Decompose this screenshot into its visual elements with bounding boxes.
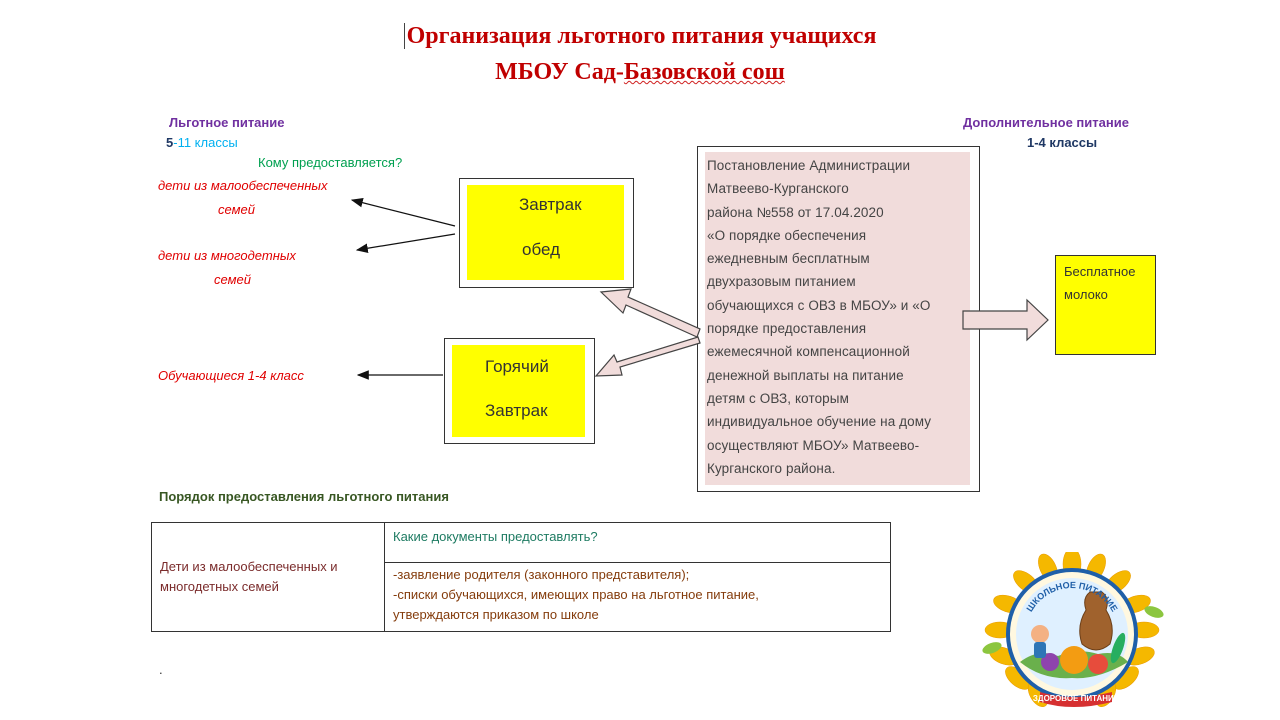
- section-title: Порядок предоставления льготного питания: [159, 489, 449, 504]
- spellcheck-underlined-text: Базовской сош: [623, 59, 785, 85]
- meal-box-1-line2: обед: [522, 240, 561, 259]
- decree-line: района №558 от 17.04.2020: [707, 204, 884, 220]
- meal-box-1-line1: Завтрак: [519, 195, 582, 214]
- block-arrow-to-meal-box-2: [594, 336, 701, 377]
- decree-line: Постановление Администрации: [707, 158, 911, 173]
- decree-line: детям с ОВЗ, которым: [707, 390, 849, 406]
- milk-box: Бесплатное молоко: [1055, 255, 1156, 355]
- right-header-classes: 1-4 классы: [1027, 135, 1098, 150]
- vegetables-icon: [1020, 591, 1128, 679]
- decree-line: двухразовым питанием: [707, 274, 856, 290]
- school-nutrition-logo: ШКОЛЬНОЕ ПИТАНИЕ ЗДОРОВОЕ ПИТАНИЕ: [982, 552, 1164, 708]
- recipient-large-family-line1: дети из многодетных: [158, 248, 296, 263]
- logo-bottom-text: ЗДОРОВОЕ ПИТАНИЕ: [1033, 694, 1120, 703]
- recipient-low-income-line1: дети из малообеспеченных: [158, 178, 328, 193]
- recipient-low-income-line2: семей: [218, 202, 255, 217]
- milk-box-line1: Бесплатное: [1064, 264, 1136, 279]
- left-header-title: Льготное питание: [169, 115, 285, 130]
- decree-line: Курганского района.: [707, 460, 836, 476]
- document-item: утверждаются приказом по школе: [393, 607, 599, 622]
- recipient-primary: Обучающиеся 1-4 класс: [158, 368, 304, 383]
- page-title: Организация льготного питания учащихся: [0, 19, 1280, 53]
- question-who: Кому предоставляется?: [258, 155, 403, 170]
- decree-line: осуществляют МБОУ» Матвеево-: [707, 437, 920, 453]
- decree-line: ежедневным бесплатным: [707, 251, 870, 267]
- arrow-to-low-income: [350, 197, 456, 227]
- arrow-to-large-family: [355, 233, 456, 253]
- table-question-cell: Какие документы предоставлять?: [384, 522, 891, 563]
- meal-box-2-line2: Завтрак: [485, 401, 548, 420]
- document-item: -списки обучающихся, имеющих право на ль…: [393, 587, 759, 602]
- left-header-classes: 5-11 классы: [166, 135, 238, 150]
- decree-line: «О порядке обеспечения: [707, 227, 867, 243]
- table-left-cell: Дети из малообеспеченных и многодетных с…: [151, 522, 385, 632]
- logo-ribbon: [1040, 692, 1112, 707]
- meal-box-2-line1: Горячий: [485, 357, 549, 376]
- meal-box-hot-breakfast: Горячий Завтрак: [444, 338, 595, 444]
- meal-box-breakfast-lunch: Завтрак обед: [459, 178, 634, 288]
- page-subtitle: МБОУ Сад-Базовской сош: [495, 59, 785, 85]
- right-header-title: Дополнительное питание: [963, 115, 1129, 130]
- block-arrow-to-milk: [962, 298, 1049, 342]
- decree-line: ежемесячной компенсационной: [707, 344, 910, 360]
- table-documents-cell: -заявление родителя (законного представи…: [384, 562, 891, 632]
- document-item: -заявление родителя (законного представи…: [393, 567, 690, 582]
- decree-line: порядке предоставления: [707, 321, 867, 337]
- decree-line: обучающихся с ОВЗ в МБОУ» и «О: [707, 297, 931, 313]
- decree-line: Матвеево-Курганского: [707, 181, 849, 197]
- decree-line: денежной выплаты на питание: [707, 367, 904, 383]
- footnote: .: [159, 662, 163, 677]
- decree-line: индивидуальное обучение на дому: [707, 414, 932, 430]
- documents-table: Дети из малообеспеченных и многодетных с…: [151, 522, 891, 632]
- recipient-large-family-line2: семей: [214, 272, 251, 287]
- milk-box-line2: молоко: [1064, 287, 1108, 302]
- block-arrow-to-meal-box-1: [599, 288, 701, 338]
